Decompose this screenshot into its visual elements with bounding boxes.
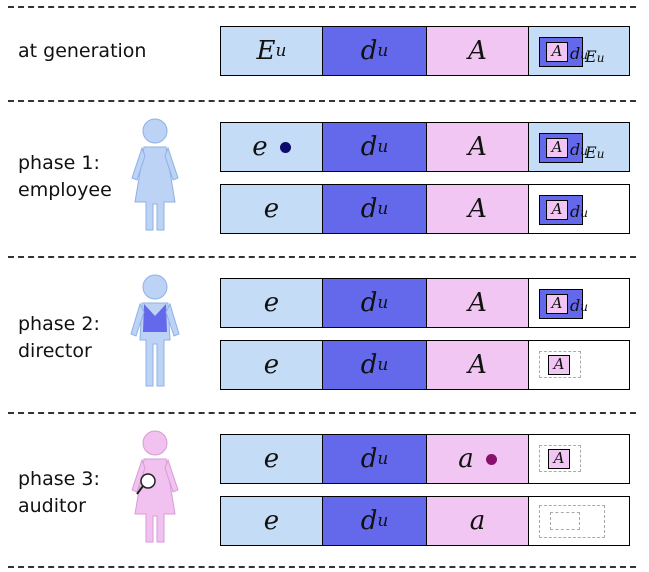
cell-attribute-a: a — [427, 435, 529, 483]
cell-attribute-a: a — [427, 497, 529, 545]
section-label-auditor: phase 3: auditor — [18, 468, 100, 517]
cell-e-key: e — [221, 123, 323, 171]
person-auditor-icon — [131, 430, 179, 543]
section-label-employee: phase 1: employee — [18, 152, 112, 201]
separator-top — [8, 6, 636, 8]
envelope-du: A du — [539, 37, 588, 67]
cell-attribute: A — [427, 279, 529, 327]
envelope-du: A du — [539, 195, 588, 225]
cell-e-key: e — [221, 279, 323, 327]
cell-e-key: e — [221, 497, 323, 545]
cell-attribute: A — [427, 185, 529, 233]
cell-e-key: e — [221, 185, 323, 233]
purple-dot — [485, 453, 497, 465]
cell-nested-envelope: A du Eu — [529, 123, 629, 171]
cell-opened-envelope: A — [529, 341, 629, 389]
cell-nested-envelope: A du Eu — [529, 27, 629, 75]
cell-envelope: A du — [529, 185, 629, 233]
person-director-icon — [130, 274, 180, 387]
separator-bottom — [8, 566, 636, 568]
cell-e-key: e — [221, 341, 323, 389]
envelope-du: A du — [539, 289, 588, 319]
separator-1 — [8, 100, 636, 102]
person-employee-icon — [131, 118, 179, 231]
cell-opened-envelope: A — [529, 435, 629, 483]
section-label-generation: at generation — [18, 40, 147, 62]
dashed-envelope: A — [539, 351, 581, 378]
cell-envelope: A du — [529, 279, 629, 327]
separator-3 — [8, 412, 636, 414]
cell-attribute: A — [427, 27, 529, 75]
separator-2 — [8, 256, 636, 258]
cell-attribute: A — [427, 341, 529, 389]
dashed-envelope-inner — [550, 512, 580, 530]
envelope-du: A du — [539, 133, 588, 163]
cell-e-key: e — [221, 435, 323, 483]
cell-attribute: A — [427, 123, 529, 171]
dashed-envelope-outer — [539, 505, 605, 538]
dashed-envelope: A — [539, 445, 581, 472]
cell-empty-envelope — [529, 497, 629, 545]
section-label-director: phase 2: director — [18, 313, 100, 362]
navy-dot — [279, 141, 291, 153]
